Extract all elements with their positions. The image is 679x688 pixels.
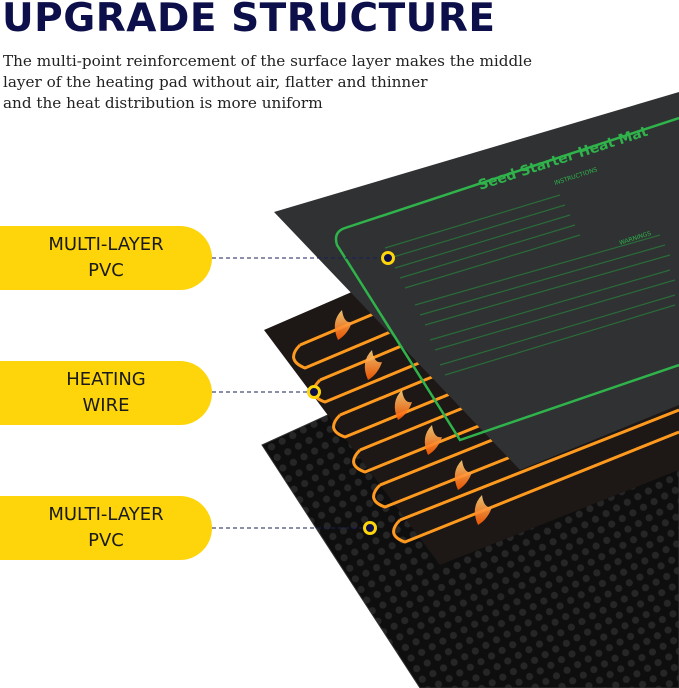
mat-instruction-lines <box>384 194 676 376</box>
description-line: The multi-point reinforcement of the sur… <box>3 52 533 70</box>
label-text: WIRE <box>82 395 130 416</box>
marker-dots <box>307 251 395 535</box>
label-text: PVC <box>88 260 124 281</box>
label-text: PVC <box>88 530 124 551</box>
page-title: UPGRADE STRUCTURE <box>2 0 496 41</box>
label-top-pvc: MULTI-LAYER PVC <box>0 226 212 290</box>
label-text: MULTI-LAYER <box>48 504 164 525</box>
label-bottom-pvc: MULTI-LAYER PVC <box>0 496 212 560</box>
top-pvc-layer <box>274 92 679 470</box>
mat-green-border <box>334 116 679 442</box>
label-text: MULTI-LAYER <box>48 234 164 255</box>
label-text: HEATING <box>66 369 146 390</box>
description-line: and the heat distribution is more unifor… <box>3 94 323 112</box>
label-heating-wire: HEATING WIRE <box>0 361 212 425</box>
connector-lines <box>212 257 388 529</box>
description: The multi-point reinforcement of the sur… <box>3 51 603 114</box>
heat-flame-icons <box>334 310 492 525</box>
description-line: layer of the heating pad without air, fl… <box>3 73 428 91</box>
